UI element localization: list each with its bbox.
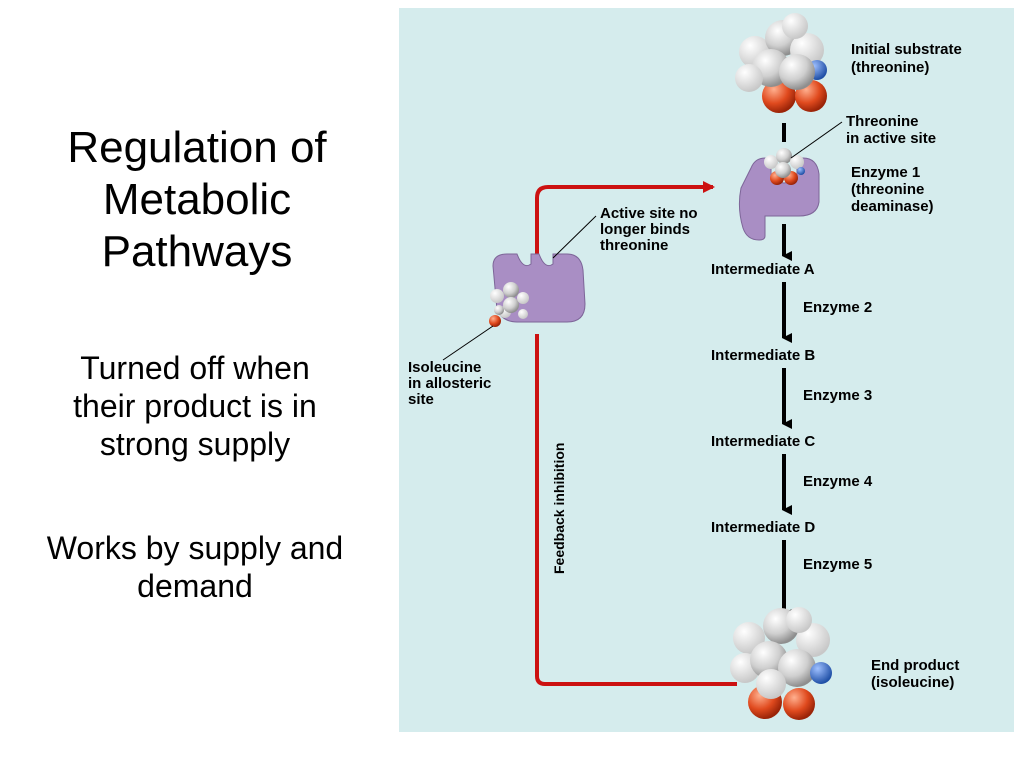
label-enzyme-2: Enzyme 2 (803, 299, 872, 316)
diagram-svg: Initial substrate (threonine) Threonine … (408, 13, 966, 720)
pointer-line (552, 215, 597, 259)
pointer-line (442, 325, 494, 361)
threonine-molecule-icon (735, 13, 827, 113)
label-feedback-inhibition: Feedback inhibition (551, 443, 567, 574)
feedback-line-upper (535, 181, 715, 262)
label-enzyme-4: Enzyme 4 (803, 473, 873, 490)
slide-title: Regulation of Metabolic Pathways (8, 122, 386, 278)
label-end-product: End product (isoleucine) (871, 657, 964, 691)
inhibited-enzyme-shape (489, 253, 586, 327)
label-intermediate-a: Intermediate A (711, 261, 815, 278)
title-line: Metabolic (102, 175, 292, 224)
point-line: Works by supply and (46, 530, 344, 566)
feedback-line-lower (535, 334, 737, 686)
label-initial-substrate: Initial substrate (threonine) (851, 41, 966, 76)
label-intermediate-b: Intermediate B (711, 347, 815, 364)
point-line: their product is in (73, 388, 317, 424)
title-line: Regulation of (67, 123, 327, 172)
point-line: demand (137, 568, 253, 604)
pointer-line (790, 121, 843, 159)
isoleucine-molecule-icon (730, 607, 832, 720)
point-line: strong supply (99, 426, 291, 462)
label-active-site-no-longer: Active site no longer binds threonine (600, 205, 702, 254)
point-line: Turned off when (80, 350, 310, 386)
feedback-inhibition-diagram: Initial substrate (threonine) Threonine … (399, 8, 1014, 732)
slide-point-supply-demand: Works by supply and demand (0, 529, 390, 605)
slide-point-turned-off: Turned off when their product is in stro… (0, 349, 390, 463)
title-line: Pathways (101, 227, 293, 276)
label-isoleucine-allosteric: Isoleucine in allosteric site (408, 359, 496, 408)
label-enzyme-3: Enzyme 3 (803, 387, 872, 404)
label-intermediate-c: Intermediate C (711, 433, 815, 450)
enzyme1-shape (738, 148, 820, 241)
label-intermediate-d: Intermediate D (711, 519, 815, 536)
label-enzyme-5: Enzyme 5 (803, 556, 872, 573)
label-threonine-active-site: Threonine in active site (846, 113, 936, 147)
label-enzyme1: Enzyme 1 (threonine deaminase) (851, 164, 934, 215)
